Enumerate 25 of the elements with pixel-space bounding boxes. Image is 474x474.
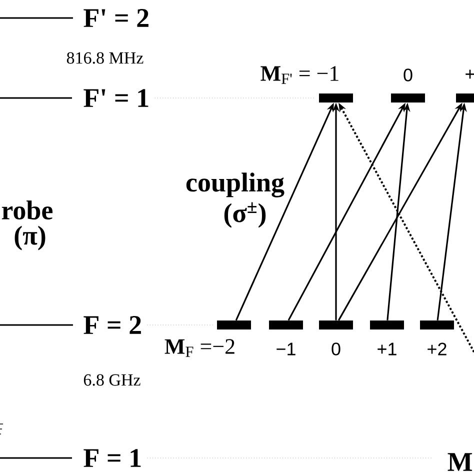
sublevel-label: M$_{F'}$ = −1 xyxy=(259,65,341,85)
sublevel-label: M$_{F}$ =−2 xyxy=(163,338,237,358)
sublevel-label: +2 xyxy=(426,342,448,356)
sublevel-bar xyxy=(370,320,404,330)
beam-label: coupling xyxy=(184,172,286,198)
sublevel-label: 0 xyxy=(330,342,342,356)
sublevel-bar xyxy=(217,320,251,330)
frequency-label: 6.8 GHz xyxy=(82,373,142,387)
level-label: F = 1 xyxy=(84,449,141,467)
sublevel-bar xyxy=(456,94,474,102)
level-label: F' = 2 xyxy=(82,8,151,28)
sublevel-label: 0 xyxy=(402,68,414,82)
level-label: F' = 1 xyxy=(84,89,148,107)
sublevel-bar xyxy=(269,320,303,330)
sublevel-label: + xyxy=(464,68,474,82)
sublevel-bar xyxy=(319,320,353,330)
sublevel-label: +1 xyxy=(376,342,398,356)
beam-label: (σ$^{±}$) xyxy=(222,201,268,229)
sublevel-label: M xyxy=(446,452,474,472)
beam-label: robe xyxy=(0,200,54,220)
beam-label: (π) xyxy=(12,224,48,252)
sublevel-label: −1 xyxy=(274,342,298,356)
level-label: F = 2 xyxy=(84,316,141,334)
sublevel-bar xyxy=(420,320,454,330)
frequency-label: 816.8 MHz xyxy=(65,51,145,65)
